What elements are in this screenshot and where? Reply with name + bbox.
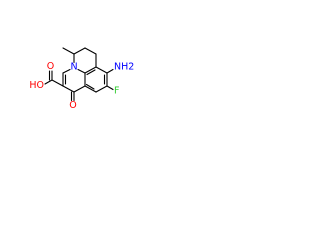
bond [73,85,86,93]
bond [95,66,108,74]
bond [62,68,71,74]
bond [106,68,114,74]
bond [73,47,86,55]
bond [84,85,97,93]
amine-label: NH2 [114,62,134,73]
acid-carbonyl-oxygen-label: O [47,61,54,72]
fluorine-label: F [114,86,119,97]
bond-layer [44,47,114,102]
molecule-canvas: N NH2 F HO O O [0,0,152,152]
bond [86,69,96,76]
bond [62,47,75,55]
hydroxyl-label: HO [29,80,44,91]
ring-nitrogen-label: N [70,62,77,73]
bond [44,79,53,85]
bond [95,85,108,93]
bond [85,83,95,90]
bond [84,66,97,74]
molecule-structure: N NH2 F HO O O [29,47,134,111]
bond [77,68,86,74]
bond [51,79,64,87]
bond [106,85,114,91]
ketone-oxygen-label: O [69,100,76,111]
bond [84,47,97,55]
bond [62,85,75,93]
